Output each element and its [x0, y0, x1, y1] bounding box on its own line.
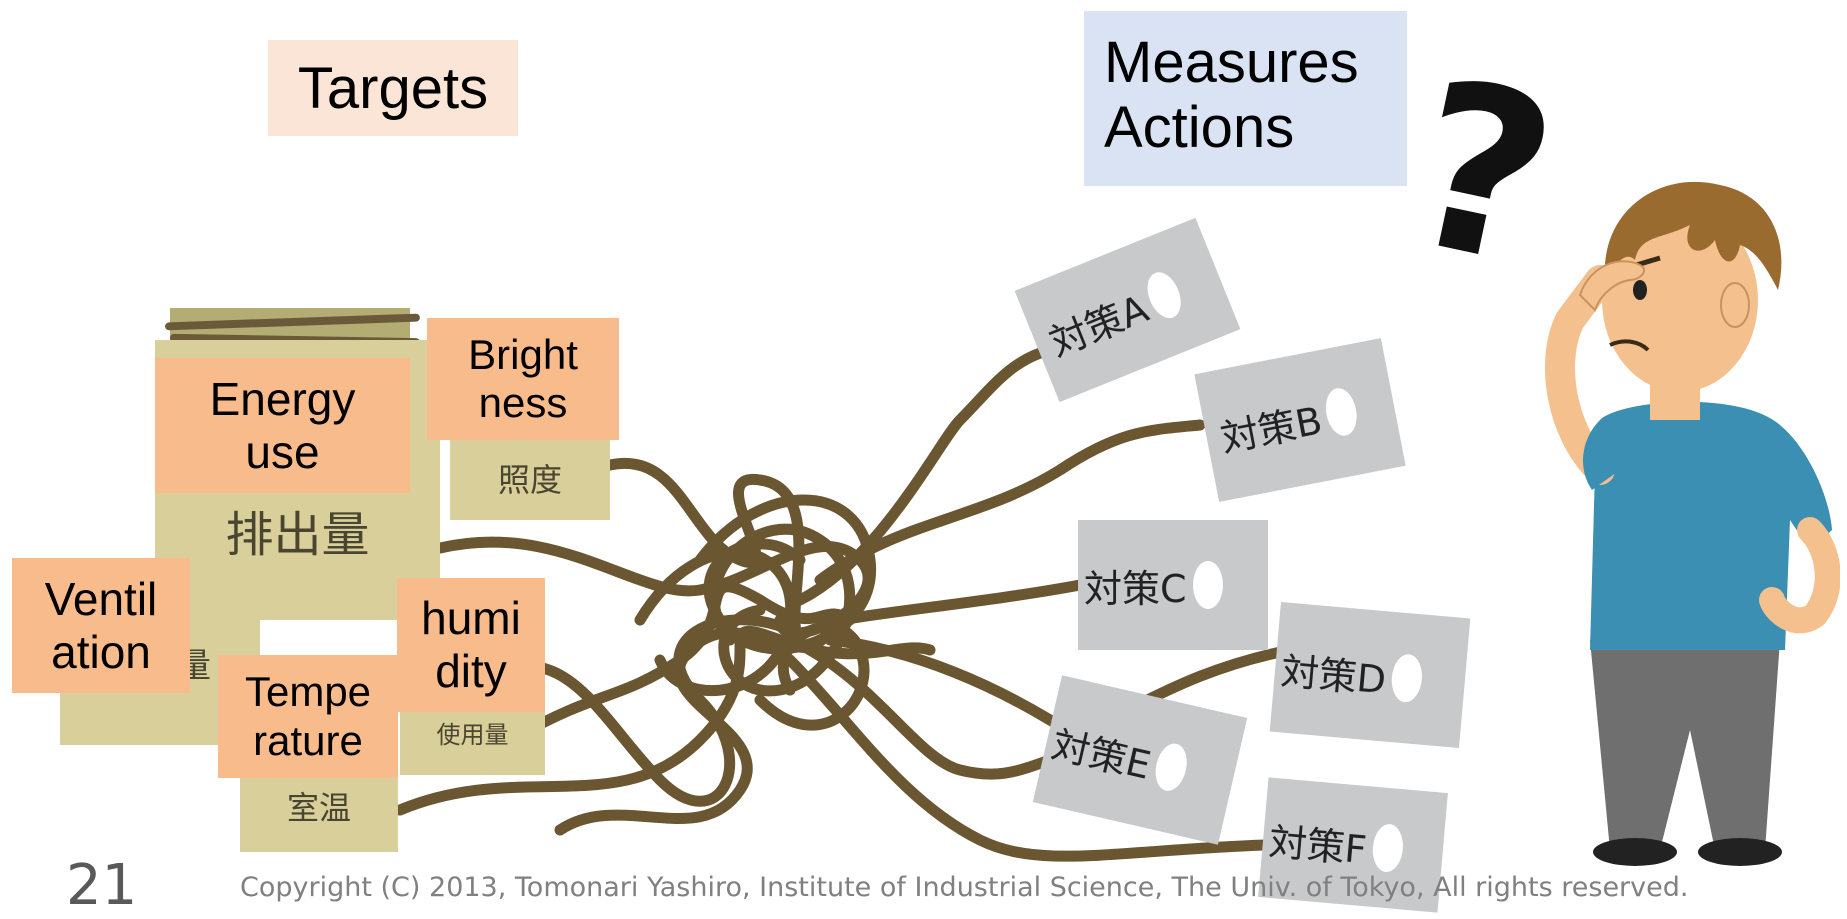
person-shoe-left: [1593, 838, 1677, 866]
person-sleeve-left: [1582, 420, 1620, 490]
label-humidity-line2: dity: [435, 645, 507, 697]
measures-actions-header: Measures Actions: [1084, 11, 1407, 186]
note-room-temp-text: 室温: [286, 789, 351, 827]
person-hair: [1604, 181, 1782, 290]
note-illuminance-text: 照度: [497, 460, 562, 499]
card-hole: [1151, 740, 1192, 794]
label-energy-line1: Energy: [209, 372, 356, 425]
slide-number: 21: [66, 853, 138, 918]
person-arm-right: [1759, 517, 1840, 634]
label-humidity: humi dity: [397, 578, 545, 712]
measure-card-f-text: 対策F: [1267, 819, 1369, 872]
label-humidity-line1: humi: [421, 592, 521, 645]
person-mouth: [1609, 339, 1650, 352]
person-pants: [1590, 640, 1780, 850]
copyright-notice: Copyright (C) 2013, Tomonari Yashiro, In…: [240, 872, 1689, 903]
measure-card-d-text: 対策D: [1279, 648, 1388, 702]
confused-person-illustration: [1545, 181, 1840, 866]
targets-header-text: Targets: [297, 55, 489, 121]
label-ventilation-line1: Ventil: [44, 572, 158, 625]
label-temperature-line2: rature: [253, 716, 363, 764]
card-hole: [1192, 561, 1223, 609]
person-eye: [1633, 280, 1647, 300]
label-energy-use: Energy use: [155, 358, 410, 493]
label-ventilation-line2: ation: [51, 625, 151, 678]
measure-card-d: 対策D: [1269, 601, 1471, 749]
targets-header: Targets: [268, 40, 518, 136]
measure-card-e-text: 対策E: [1047, 721, 1155, 788]
label-ventilation: Ventil ation: [12, 558, 190, 693]
card-hole: [1390, 653, 1425, 704]
measures-header-text: Measures: [1104, 30, 1359, 95]
label-brightness-line1: Bright: [468, 330, 578, 378]
person-shoe-right: [1698, 838, 1782, 866]
card-hole: [1370, 822, 1405, 874]
measure-card-c-text: 対策C: [1084, 566, 1187, 611]
measure-card-a-text: 対策A: [1043, 285, 1155, 365]
note-emissions-text: 排出量: [225, 507, 370, 563]
label-temperature-line1: Tempe: [244, 668, 372, 716]
person-hand-left: [1578, 260, 1646, 312]
label-brightness: Bright ness: [427, 318, 619, 440]
actions-header-text: Actions: [1104, 94, 1295, 160]
measure-card-b-text: 対策B: [1216, 397, 1326, 461]
label-brightness-line2: ness: [478, 379, 568, 426]
label-energy-line2: use: [245, 425, 320, 478]
card-hole: [1322, 385, 1361, 439]
label-temperature: Tempe rature: [218, 655, 398, 778]
person-ear: [1720, 282, 1750, 328]
measure-card-c: 対策C: [1078, 520, 1268, 650]
note-usage-text: 使用量: [436, 721, 509, 749]
